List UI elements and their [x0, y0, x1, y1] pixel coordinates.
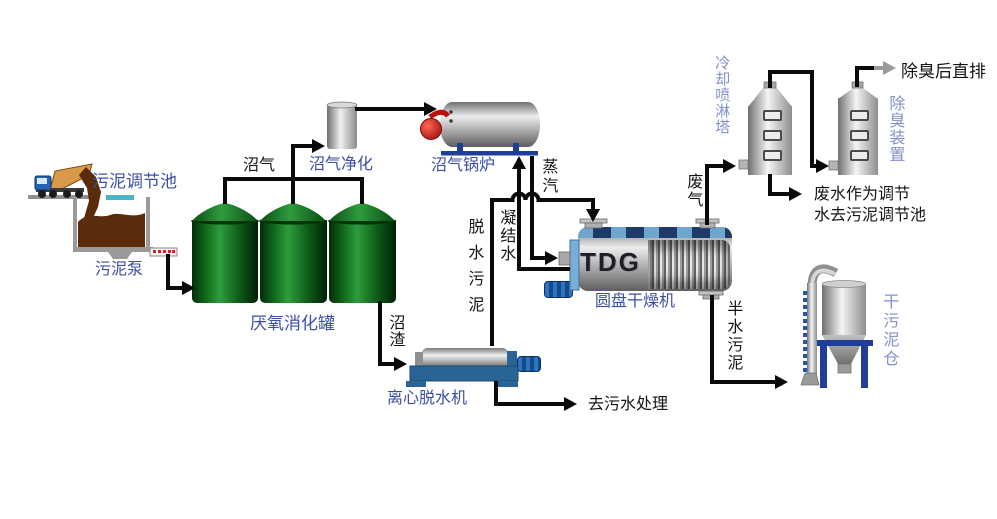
sludge-pump-shape: [149, 247, 178, 257]
gray-arrowhead-discharge: [883, 61, 896, 75]
sludge-pour-stream: [79, 167, 101, 218]
dryer-rotary-shaft: [569, 239, 580, 291]
silo-stand-bar: [815, 340, 873, 346]
pipe-dewatered-sludge: [490, 191, 595, 346]
label-conditioning-tank: 污泥调节池: [92, 172, 177, 191]
digester-tank-2: [260, 220, 327, 303]
cooling-tower-top: [738, 81, 792, 170]
centrifuge-base: [406, 351, 519, 387]
label-waste-gas: 废气: [684, 173, 702, 209]
label-dewatered-sludge: 脱水污泥: [465, 218, 483, 322]
pipe-semidry-sludge: [710, 295, 777, 384]
pipe-residue-to-centrifuge: [378, 301, 396, 366]
digester-tank-3: [329, 220, 396, 303]
label-disc-dryer: 圆盘干燥机: [595, 293, 676, 310]
label-biogas-purifier: 沼气净化: [309, 156, 374, 173]
elevator-foot: [800, 372, 820, 386]
tank-sludge-contents: [78, 213, 145, 247]
tank-top-weir: [106, 195, 134, 200]
label-biogas-boiler: 沼气锅炉: [431, 157, 496, 174]
label-cooling-tower: 冷却喷淋塔: [713, 55, 731, 135]
biogas-boiler-vessel: [440, 102, 540, 147]
wastewater-note-line2: 水去污泥调节池: [814, 207, 927, 224]
conditioning-tank-shape: [73, 167, 153, 259]
boiler-details: [420, 109, 538, 156]
pipe-deodorized-out: [855, 66, 874, 87]
deodorizer-port-2: [850, 130, 869, 141]
label-deodorized-discharge: 除臭后直排: [901, 62, 986, 81]
silo-body: [822, 283, 866, 335]
dump-truck: [28, 163, 93, 199]
pipe-condensate-return: [517, 162, 570, 271]
deodorizer-port-1: [850, 110, 869, 121]
pipe-tower-to-deodorizer: [768, 70, 818, 168]
disc-dryer-brand-text: TDG: [580, 247, 641, 277]
centrifuge-motor: [517, 356, 541, 372]
centrifuge-drum: [421, 348, 509, 369]
label-to-sewage: 去污水处理: [588, 396, 669, 413]
label-biogas-residue: 沼渣: [386, 314, 404, 348]
label-condensate: 凝结水: [497, 209, 515, 263]
pipe-feed-to-digester: [166, 254, 182, 290]
label-sludge-pump: 污泥泵: [95, 261, 144, 278]
pipe-biogas-header: [223, 144, 364, 204]
label-wastewater-note: 废水作为调节 水去污泥调节池: [814, 184, 926, 226]
silo-and-elevator: [800, 264, 873, 388]
label-centrifuge: 离心脱水机: [387, 390, 468, 407]
deodorizer-port-3: [850, 150, 869, 161]
label-digester: 厌氧消化罐: [250, 314, 335, 333]
elevator-pipe: [807, 283, 817, 384]
disc-dryer-top-band: [578, 227, 732, 238]
pipe-wastewater-out: [768, 174, 791, 196]
tank-outlet-neck: [108, 252, 132, 259]
dryer-fittings: [558, 218, 724, 300]
silo-cone: [822, 335, 866, 364]
cooling-tower-port-2: [763, 130, 782, 141]
label-steam: 蒸汽: [539, 158, 557, 196]
boiler-burner: [420, 118, 442, 140]
label-dry-sludge-silo: 干污泥仓: [880, 293, 898, 369]
disc-dryer-discs: [648, 240, 730, 289]
label-deodorizer: 除臭装置: [886, 95, 904, 163]
biogas-purifier-vessel: [327, 104, 357, 149]
digester-tank-1: [192, 220, 258, 303]
digester-cone-roofs: [191, 203, 396, 225]
cooling-tower-port-3: [763, 150, 782, 161]
dryer-rotary-joint: [558, 251, 571, 266]
pipe-centrate-out: [494, 381, 566, 406]
elevator-buckets: [803, 291, 807, 372]
pipe-waste-gas: [705, 164, 725, 225]
deodorizer-top: [828, 81, 878, 171]
flow-arrowheads: [182, 102, 829, 411]
cooling-tower-port-1: [763, 110, 782, 121]
boiler-base: [441, 151, 538, 156]
purifier-top-cap: [326, 101, 358, 109]
pipe-steam-supply: [530, 156, 548, 260]
silo-outlet: [837, 363, 852, 374]
label-biogas: 沼气: [243, 157, 276, 174]
label-semidry-sludge: 半水污泥: [724, 300, 742, 372]
wastewater-note-line1: 废水作为调节: [814, 186, 911, 203]
